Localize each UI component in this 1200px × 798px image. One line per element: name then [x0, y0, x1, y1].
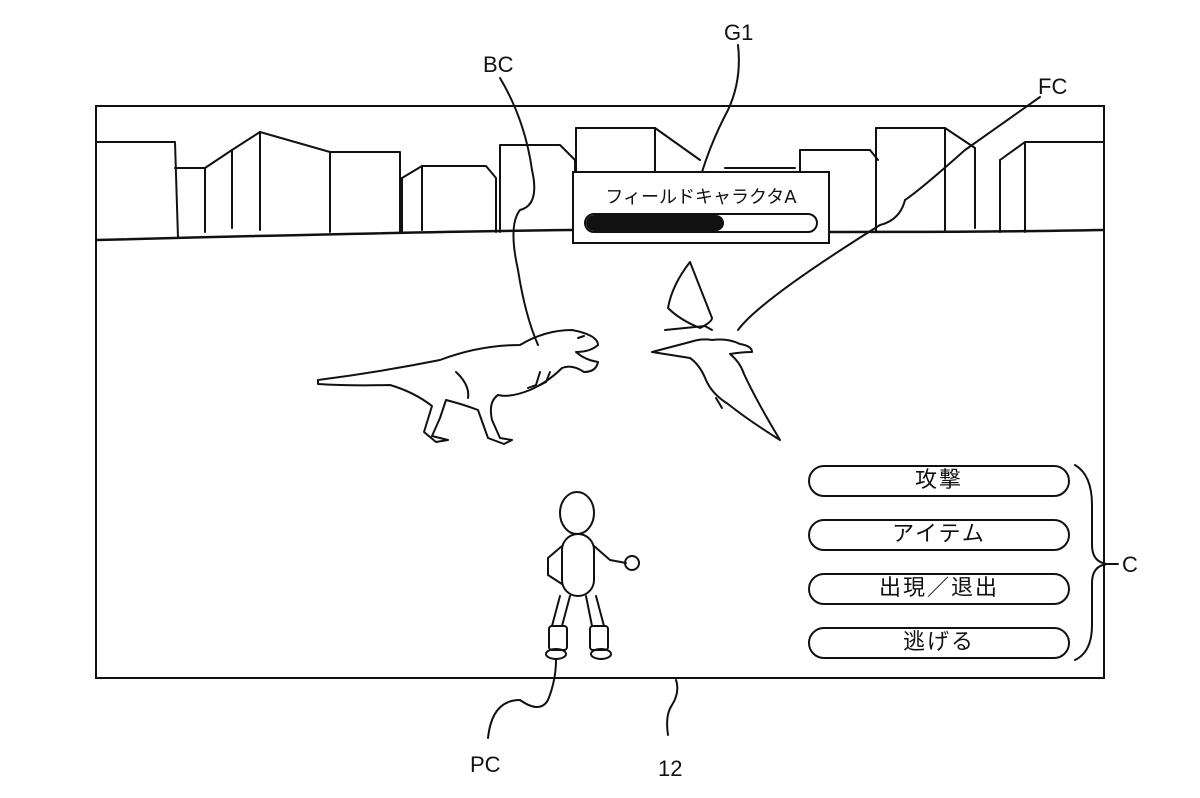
game-screen	[95, 105, 1105, 679]
horizon-line	[95, 228, 1105, 242]
item-button[interactable]: アイテム	[808, 519, 1070, 551]
appear-exit-button[interactable]: 出現／退出	[808, 573, 1070, 605]
hp-bar	[584, 213, 818, 233]
enemy-status-panel: フィールドキャラクタA	[572, 171, 830, 244]
label-fc: FC	[1038, 74, 1068, 99]
label-g1: G1	[724, 20, 754, 45]
label-screen-ref: 12	[658, 756, 683, 781]
label-bc: BC	[483, 52, 514, 77]
player-character	[545, 491, 640, 660]
attack-button[interactable]: 攻撃	[808, 465, 1070, 497]
hp-bar-fill	[586, 215, 724, 231]
tyrannosaurus-character	[317, 329, 599, 445]
fc-leader-line	[737, 96, 1041, 331]
pc-leader-line	[487, 659, 557, 739]
g1-leader-line	[701, 44, 740, 173]
enemy-name: フィールドキャラクタA	[605, 187, 797, 208]
bc-leader-line	[499, 77, 539, 346]
label-pc: PC	[470, 752, 501, 777]
ref12-leader-line	[666, 679, 679, 736]
pteranodon-character	[651, 261, 781, 441]
escape-button[interactable]: 逃げる	[808, 627, 1070, 659]
label-c: C	[1122, 552, 1138, 577]
background-buildings	[96, 127, 1104, 239]
